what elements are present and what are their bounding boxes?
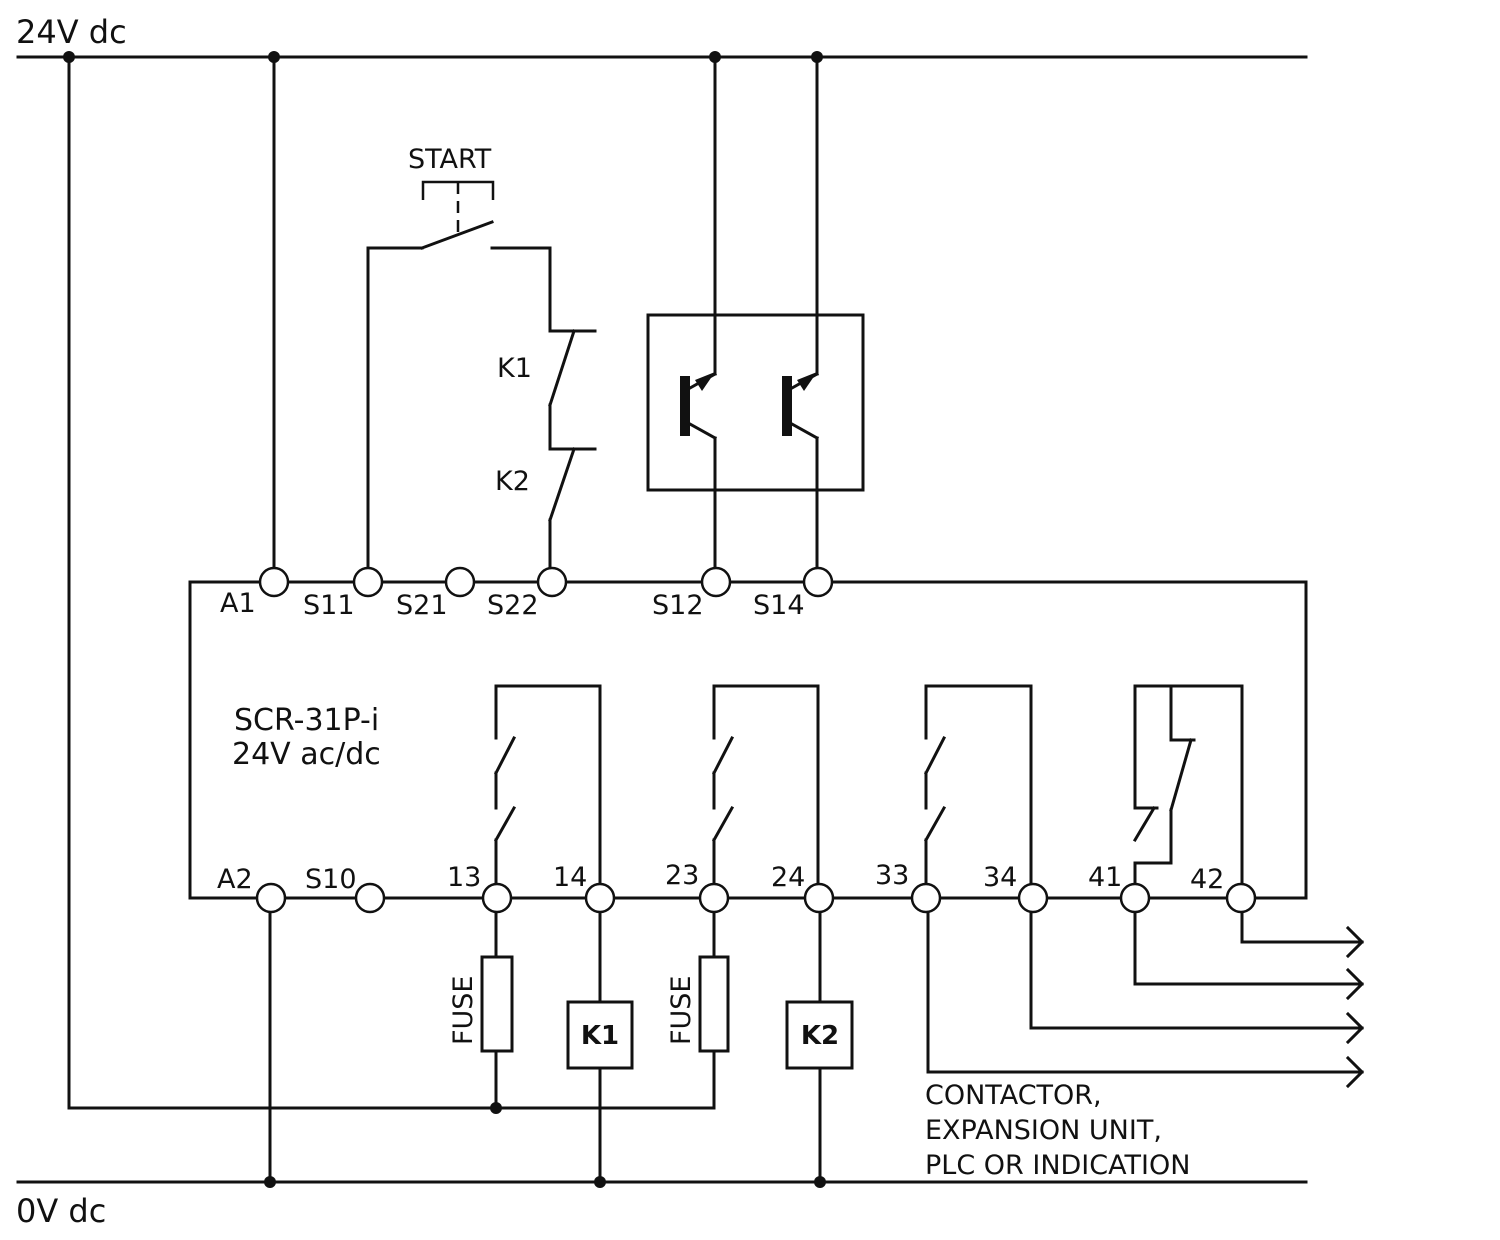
fuse-1-label: FUSE [448,976,479,1046]
fuse-2-label: FUSE [666,976,697,1046]
module-voltage: 24V ac/dc [232,737,381,772]
terminal-a1 [258,566,290,598]
arrow-icon [1345,1011,1365,1045]
terminal-label: A1 [220,588,256,619]
module-name: SCR-31P-i [234,703,379,738]
start-label: START [408,144,492,175]
terminal-label: 42 [1190,864,1224,895]
transistor-icon [782,376,792,436]
terminal-s12 [700,566,732,598]
k1-contact-label: K1 [497,353,532,384]
supply-wiring [63,51,826,1188]
terminal-a2 [255,882,287,914]
fuse-1 [480,955,514,1053]
outputs-note-line-2: EXPANSION UNIT, [925,1115,1162,1146]
coil-k1-label: K1 [581,1021,619,1051]
arrow-icon [1345,925,1365,959]
terminal-label: 24 [771,862,805,893]
transistor-device [646,313,865,492]
terminal-label: S21 [396,590,448,621]
terminals-bottom: A2 S10 13 14 23 24 33 34 41 42 [217,860,1257,914]
terminal-label: S14 [753,590,805,621]
output-circuits [480,911,1365,1184]
transistor-icon [680,376,690,436]
rail-24v-label: 24V dc [16,13,127,51]
terminals-top: A1 S11 S21 S22 S12 S14 [220,566,834,621]
terminal-label: 33 [875,860,909,891]
terminal-label: 41 [1088,862,1122,893]
junction-dot [709,51,721,63]
coil-k2-label: K2 [801,1021,839,1051]
terminal-s10 [354,882,386,914]
terminal-label: S11 [303,590,355,621]
terminal-s11 [352,566,384,598]
terminal-label: A2 [217,864,253,895]
terminal-label: 14 [553,862,587,893]
start-circuit: START K1 K2 [366,144,597,569]
k2-feedback-contact [548,447,597,569]
terminal-42 [1225,882,1257,914]
terminal-label: 34 [983,862,1017,893]
terminal-s22 [536,566,568,598]
power-rails: 24V dc 0V dc [16,13,1308,1230]
relay-contacts [493,684,1244,886]
rail-0v-label: 0V dc [16,1192,106,1230]
terminal-41 [1119,882,1151,914]
terminal-label: S12 [652,590,704,621]
terminal-label: 23 [665,860,699,891]
terminal-label: S10 [305,864,357,895]
fuse-2 [698,955,730,1053]
terminal-24 [803,882,835,914]
terminal-label: S22 [487,590,539,621]
junction-dot [811,51,823,63]
terminal-14 [584,882,616,914]
arrow-icon [1345,967,1365,1001]
terminal-s21 [444,566,476,598]
junction-dot [264,1176,276,1188]
terminal-33 [910,882,942,914]
outputs-note-line-1: CONTACTOR, [925,1080,1102,1111]
terminal-23 [698,882,730,914]
junction-dot [63,51,75,63]
terminal-label: 13 [447,862,481,893]
terminal-s14 [802,566,834,598]
terminal-34 [1017,882,1049,914]
outputs-note-line-3: PLC OR INDICATION [925,1150,1190,1181]
k2-contact-label: K2 [495,466,530,497]
device-box [646,313,865,492]
k1-feedback-contact [548,329,597,451]
junction-dot [268,51,280,63]
module-outline [188,580,1308,900]
arrow-icon [1345,1055,1365,1089]
terminal-13 [481,882,513,914]
